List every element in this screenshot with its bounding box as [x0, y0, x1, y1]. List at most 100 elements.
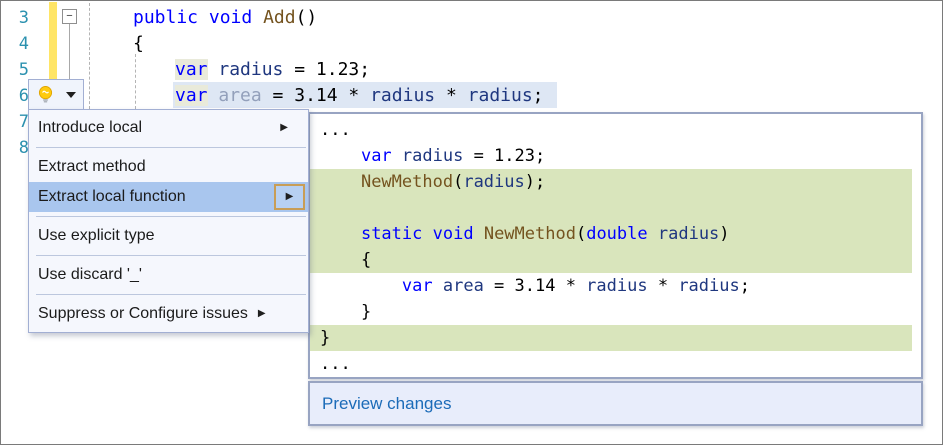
- preview-code-line: static void NewMethod(double radius): [310, 221, 921, 247]
- preview-code-line: }: [310, 299, 921, 325]
- collapse-minus-icon: −: [66, 10, 73, 22]
- menu-separator: [36, 255, 306, 256]
- code-line: public void Add(): [133, 5, 317, 31]
- code-token: radius: [678, 276, 740, 296]
- code-token: radius: [463, 172, 525, 192]
- code-token: Add: [263, 7, 296, 28]
- menu-item[interactable]: Suppress or Configure issues ▶: [29, 299, 308, 329]
- code-token: *: [647, 276, 679, 296]
- code-token: );: [524, 172, 546, 192]
- preview-code-line: NewMethod(radius);: [310, 169, 921, 195]
- submenu-expand-button[interactable]: ▶: [274, 184, 305, 210]
- code-token: ...: [320, 120, 351, 140]
- code-token: = 1.23;: [463, 146, 546, 166]
- code-token: radius: [370, 85, 436, 106]
- preview-code-line: var radius = 1.23;: [310, 143, 921, 169]
- code-token: var: [401, 276, 433, 296]
- menu-item[interactable]: Use discard '_': [29, 260, 308, 290]
- code-token: radius: [467, 85, 533, 106]
- code-token: [208, 59, 219, 80]
- quick-actions-button[interactable]: [28, 79, 84, 110]
- code-token: NewMethod: [483, 224, 576, 244]
- menu-item-label: Extract method: [38, 158, 146, 175]
- code-token: (: [575, 224, 587, 244]
- code-token: *: [435, 85, 468, 106]
- code-token: [208, 85, 219, 106]
- code-token: public: [133, 7, 199, 28]
- indent-guide: [89, 3, 90, 109]
- menu-separator: [36, 216, 306, 217]
- code-token: [320, 172, 361, 192]
- submenu-arrow-icon: ▶: [257, 308, 266, 319]
- code-token: [320, 276, 402, 296]
- menu-item-label: Use discard '_': [38, 266, 142, 283]
- line-selection-highlight: [173, 82, 557, 108]
- preview-code-line: }: [310, 325, 921, 351]
- menu-item-label: Suppress or Configure issues: [38, 305, 248, 322]
- menu-separator: [36, 147, 306, 148]
- menu-item-label: Extract local function: [38, 188, 186, 205]
- code-token: }: [320, 328, 331, 348]
- preview-code-line: ...: [310, 117, 921, 143]
- code-token: [252, 7, 263, 28]
- code-token: [474, 224, 484, 244]
- menu-item[interactable]: Extract local function ▶: [29, 182, 308, 212]
- submenu-arrow-icon: ▶: [280, 122, 288, 133]
- code-token: ): [719, 224, 730, 244]
- lightbulb-icon: [38, 86, 53, 103]
- dropdown-arrow-icon[interactable]: [66, 91, 76, 98]
- line-number: 7: [18, 112, 29, 132]
- code-token: [422, 224, 432, 244]
- editor-code-area[interactable]: public void Add(){var radius = 1.23;var …: [1, 1, 942, 111]
- code-token: area: [442, 276, 484, 296]
- code-token: ;: [532, 85, 544, 106]
- code-token: var: [175, 85, 208, 106]
- preview-code-line: ...: [310, 351, 921, 377]
- menu-item-label: Introduce local: [38, 119, 143, 136]
- code-token: [648, 224, 658, 244]
- code-token: (: [453, 172, 464, 192]
- preview-changes-link[interactable]: Preview changes: [322, 393, 452, 413]
- preview-footer: Preview changes: [308, 381, 923, 426]
- code-token: {: [320, 250, 372, 270]
- menu-item[interactable]: Introduce local ▶: [29, 113, 308, 143]
- line-number: 6: [18, 86, 29, 106]
- code-line: var area = 3.14 * radius * radius;: [175, 83, 544, 109]
- code-token: }: [320, 302, 372, 322]
- code-token: void: [208, 7, 253, 28]
- line-number: 4: [18, 34, 29, 54]
- line-number: 8: [18, 138, 29, 158]
- menu-item[interactable]: Extract method: [29, 152, 308, 182]
- collapse-region-toggle[interactable]: −: [62, 9, 77, 24]
- code-token: static: [360, 224, 423, 244]
- code-token: area: [218, 85, 262, 106]
- menu-item-label: Use explicit type: [38, 227, 155, 244]
- indent-guide: [135, 54, 136, 109]
- code-token: NewMethod: [360, 172, 454, 192]
- code-token: var: [175, 59, 208, 80]
- preview-code-line: [310, 195, 921, 221]
- code-token: = 1.23;: [283, 59, 371, 80]
- code-token: [320, 224, 361, 244]
- menu-item[interactable]: Use explicit type: [29, 221, 308, 251]
- code-token: [392, 146, 402, 166]
- code-token: ;: [739, 276, 750, 296]
- code-token: radius: [401, 146, 464, 166]
- code-token: [320, 146, 361, 166]
- code-token: radius: [218, 59, 284, 80]
- menu-separator: [36, 294, 306, 295]
- code-token: ...: [320, 354, 351, 374]
- code-token: radius: [657, 224, 720, 244]
- code-token: double: [586, 224, 648, 244]
- code-token: var: [360, 146, 392, 166]
- code-token: {: [133, 33, 144, 54]
- code-line: var radius = 1.23;: [175, 57, 370, 83]
- code-token: radius: [586, 276, 648, 296]
- code-token: (): [295, 7, 318, 28]
- code-token: [198, 7, 209, 28]
- outline-guide-line: [69, 24, 70, 79]
- code-token: void: [432, 224, 474, 244]
- code-token: = 3.14 *: [483, 276, 587, 296]
- preview-code-line: var area = 3.14 * radius * radius;: [310, 273, 921, 299]
